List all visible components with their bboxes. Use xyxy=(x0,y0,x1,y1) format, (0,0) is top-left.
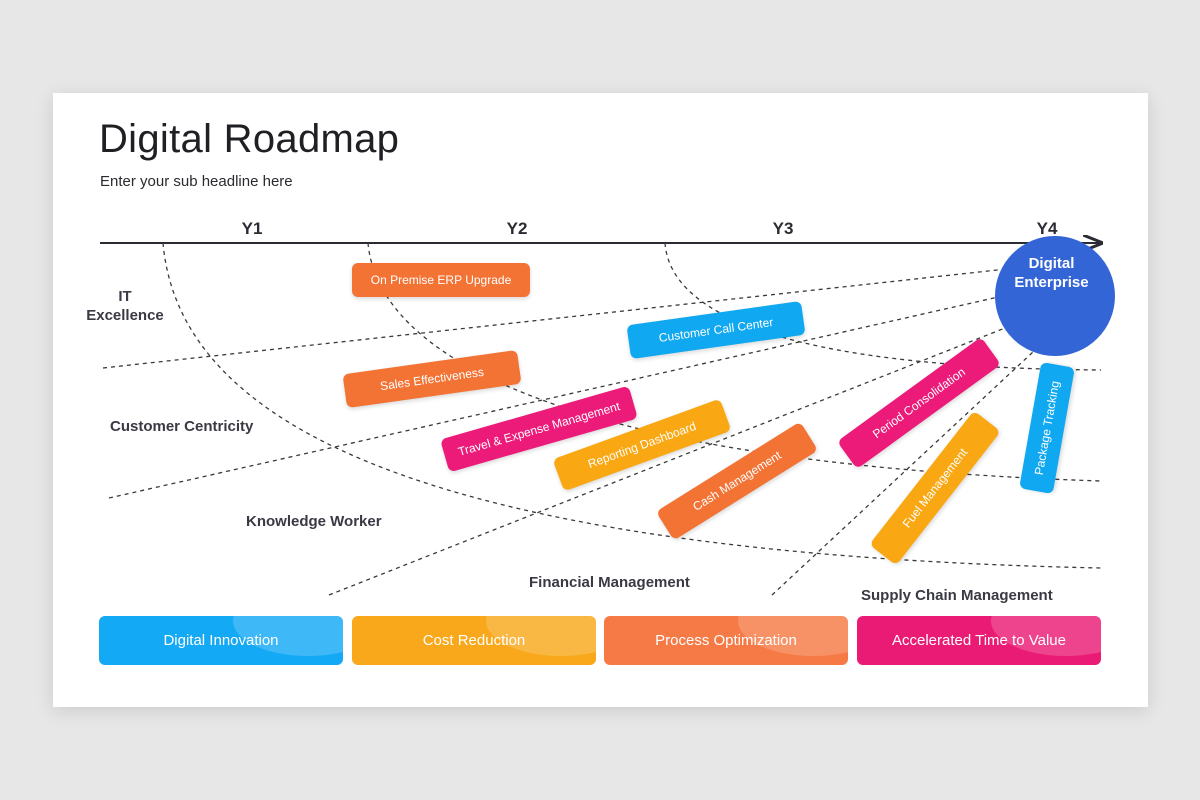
year-label-y1: Y1 xyxy=(241,219,263,238)
year-label-y3: Y3 xyxy=(772,219,794,238)
radial-line-2 xyxy=(108,287,1039,499)
category-financial-management: Financial Management xyxy=(529,574,690,591)
arc-y1 xyxy=(162,242,1102,569)
benefit-cost-reduction: Cost Reduction xyxy=(352,616,596,665)
year-label-y4: Y4 xyxy=(1036,219,1058,238)
page-title: Digital Roadmap xyxy=(99,117,400,161)
benefit-digital-innovation: Digital Innovation xyxy=(99,616,343,665)
category-customer-centricity: Customer Centricity xyxy=(110,418,254,435)
initiative-on-premise-erp-upgrade: On Premise ERP Upgrade xyxy=(352,263,530,297)
goal-label: Digital Enterprise xyxy=(1014,255,1089,291)
radial-line-1 xyxy=(102,264,1044,369)
benefit-process-optimization: Process Optimization xyxy=(604,616,848,665)
benefit-label: Digital Innovation xyxy=(163,632,279,649)
benefit-label: Cost Reduction xyxy=(422,632,526,649)
slide: Digital Roadmap Enter your sub headline … xyxy=(53,93,1148,707)
radial-line-3 xyxy=(328,314,1039,596)
page-subtitle: Enter your sub headline here xyxy=(100,173,293,190)
goal-circle xyxy=(995,236,1115,356)
benefit-label: Accelerated Time to Value xyxy=(892,632,1066,649)
category-it-excellence: IT Excellence xyxy=(86,288,164,324)
category-knowledge-worker: Knowledge Worker xyxy=(246,513,382,530)
benefit-accelerated-time-to-value: Accelerated Time to Value xyxy=(857,616,1101,665)
category-supply-chain-management: Supply Chain Management xyxy=(861,587,1053,604)
year-label-y2: Y2 xyxy=(506,219,528,238)
benefit-label: Process Optimization xyxy=(655,632,797,649)
radial-line-4 xyxy=(771,337,1049,596)
